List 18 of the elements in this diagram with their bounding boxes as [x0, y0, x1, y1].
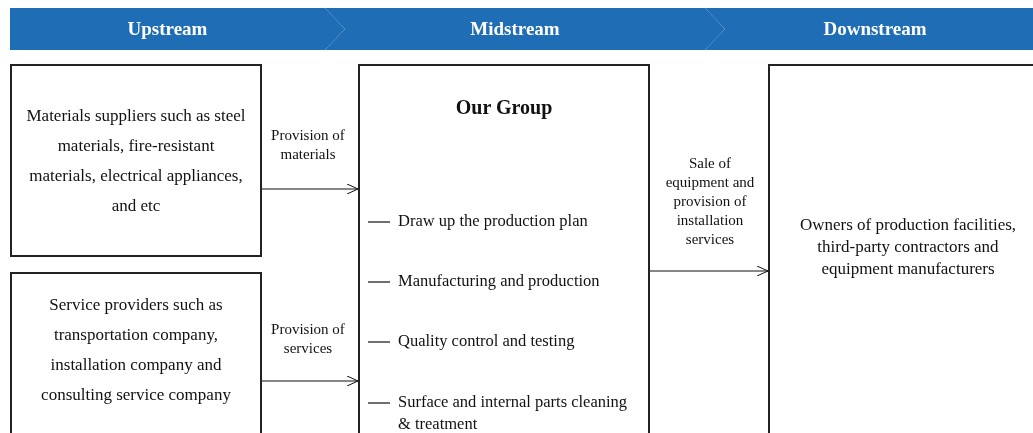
- process-step: Quality control and testing: [398, 330, 575, 352]
- process-step: Manufacturing and production: [398, 270, 600, 292]
- arrow: [261, 375, 359, 387]
- process-step: Draw up the production plan: [398, 210, 588, 232]
- stage-heading: Downstream: [823, 16, 927, 41]
- group-box: [358, 64, 650, 433]
- stage-heading: Upstream: [127, 16, 208, 41]
- party-box: [768, 64, 1033, 433]
- arrow: [649, 265, 769, 277]
- box-text: Owners of production facilities, third-party contractors and equipment manufacturers: [798, 214, 1018, 280]
- party-box: [10, 64, 262, 257]
- box-text: Materials suppliers such as steel materials, fire-resistant materials, electrical appliances, and etc: [25, 104, 247, 217]
- arrow: [261, 183, 359, 195]
- process-step: Surface and internal parts cleaning & treatment: [398, 391, 640, 433]
- group-heading: Our Group: [455, 95, 553, 121]
- stage-heading: Midstream: [470, 16, 560, 41]
- box-text: Service providers such as transportation company, installation company and consulting service company: [40, 294, 232, 406]
- party-box: [10, 272, 262, 433]
